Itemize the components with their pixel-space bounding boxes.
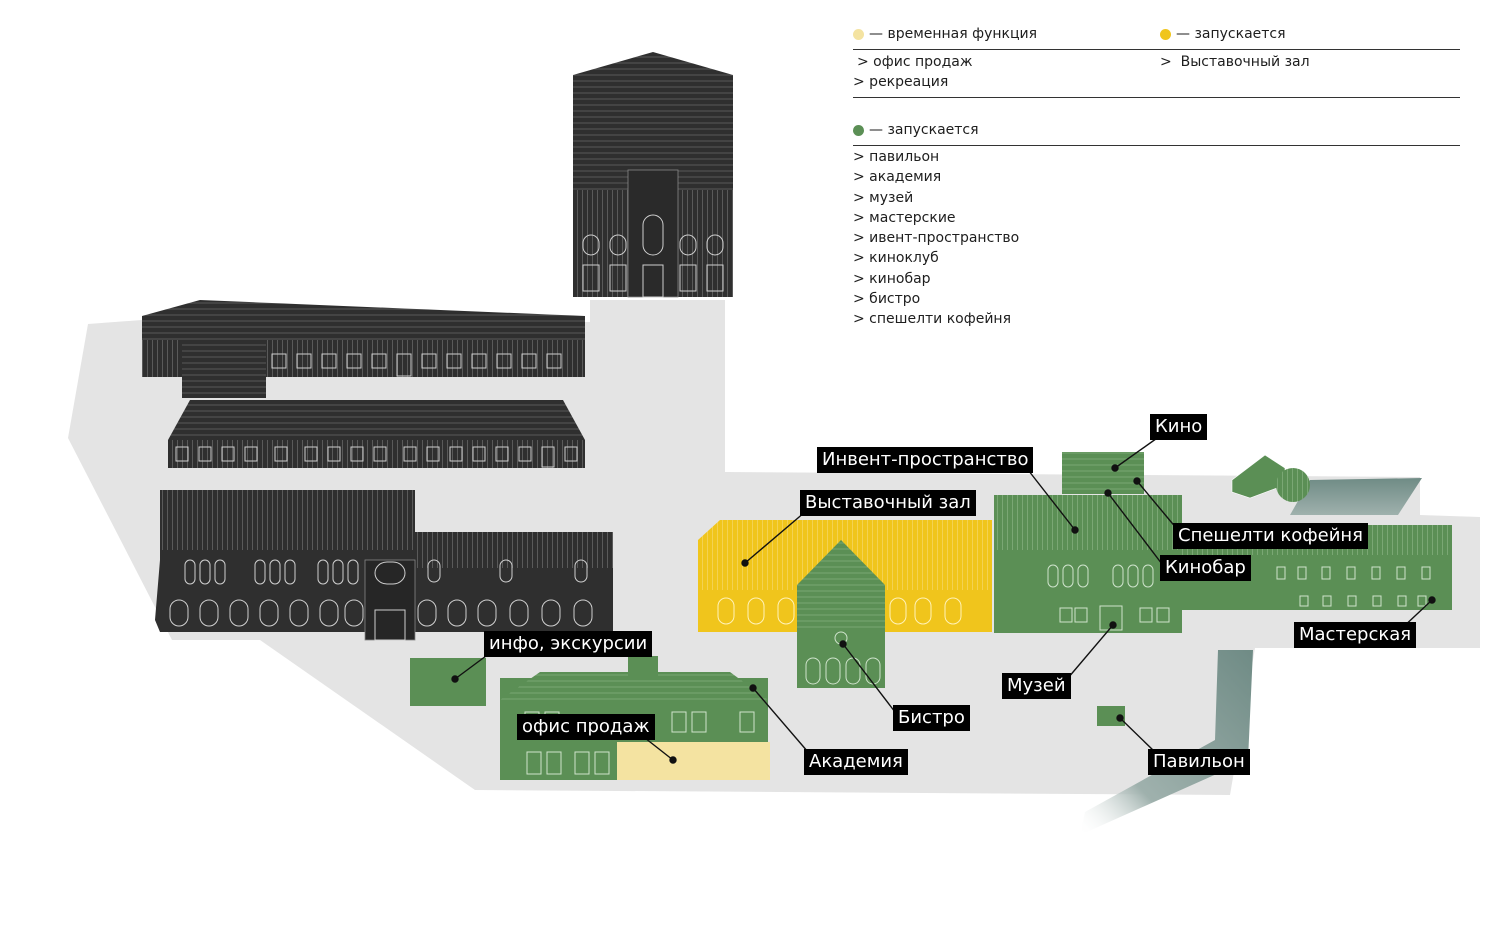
- academy-building: [500, 656, 770, 780]
- legend-green-text: — запускается: [869, 122, 979, 138]
- small-pavilion-shapes: [1231, 454, 1310, 502]
- legend-divider-3: [853, 145, 1460, 146]
- legend-temporary-header: — временная функция: [853, 24, 1037, 44]
- legend-temporary-list: > офис продаж > рекреация: [853, 52, 972, 93]
- bistro-building: [797, 540, 885, 688]
- legend-temporary-text: — временная функция: [869, 26, 1038, 42]
- legend-yellow-text: — запускается: [1176, 26, 1286, 42]
- legend-green-list: > павильон > академия > музей > мастерск…: [853, 147, 1019, 330]
- label-exhibition-hall: Выставочный зал: [800, 490, 976, 516]
- legend-yellow-list: > Выставочный зал: [1160, 52, 1310, 72]
- tower-building: [573, 52, 733, 298]
- legend-item: > киноклуб: [853, 250, 939, 267]
- factory-building: [155, 490, 613, 641]
- legend: — временная функция — запускается > офис…: [853, 24, 1463, 344]
- museum-building: [994, 452, 1182, 633]
- temporary-color-dot: [853, 28, 864, 40]
- label-bistro: Бистро: [893, 705, 970, 731]
- legend-item: > павильон: [853, 149, 940, 165]
- label-workshop: Мастерская: [1294, 622, 1417, 648]
- label-event-space: Инвент-пространство: [817, 447, 1034, 473]
- legend-item: > бистро: [853, 291, 921, 308]
- label-museum: Музей: [1002, 673, 1071, 699]
- upper-long-building: [142, 300, 585, 398]
- label-info: инфо, экскурсии: [484, 631, 653, 657]
- label-sales-office: офис продаж: [517, 714, 655, 740]
- legend-item: > музей: [853, 189, 914, 206]
- green-color-dot: [853, 124, 864, 136]
- legend-divider-1: [853, 49, 1460, 50]
- second-long-building: [168, 400, 585, 468]
- label-kino: Кино: [1150, 414, 1208, 440]
- legend-item: > рекреация: [853, 74, 949, 91]
- legend-item: > кинобар: [853, 270, 931, 287]
- legend-item: > спешелти кофейня: [853, 311, 1011, 328]
- yellow-color-dot: [1160, 28, 1171, 40]
- label-pavilion: Павильон: [1148, 749, 1250, 775]
- legend-item: > офис продаж: [857, 54, 973, 70]
- label-kinobar: Кинобар: [1160, 555, 1251, 581]
- label-academy: Академия: [804, 749, 908, 775]
- label-coffee: Спешелти кофейня: [1173, 523, 1369, 549]
- legend-item: > академия: [853, 169, 942, 186]
- legend-item: > мастерские: [853, 209, 956, 226]
- legend-divider-2: [853, 97, 1460, 98]
- road-upper: [1290, 478, 1422, 515]
- road-lower: [1080, 650, 1253, 835]
- legend-yellow-header: — запускается: [1160, 24, 1286, 44]
- legend-green-header: — запускается: [853, 120, 979, 140]
- legend-item: > ивент-пространство: [853, 230, 1020, 247]
- legend-item: > Выставочный зал: [1160, 54, 1310, 70]
